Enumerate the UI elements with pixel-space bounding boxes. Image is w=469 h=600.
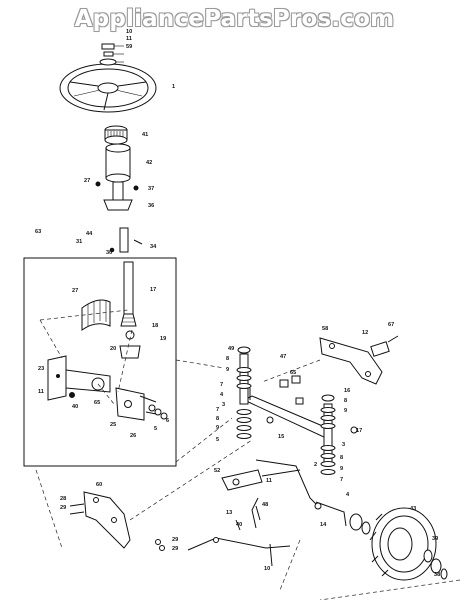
callout-65: 65	[94, 400, 100, 406]
callout-9: 9	[226, 367, 229, 373]
callout-17: 17	[150, 287, 156, 293]
callout-11: 11	[38, 389, 44, 395]
steering-arm-drag-link	[221, 459, 347, 527]
tie-rod	[187, 537, 291, 567]
callout-38: 38	[434, 572, 440, 578]
steering-shaft-lower	[109, 227, 143, 253]
callout-29: 29	[172, 546, 178, 552]
front-tire	[369, 507, 437, 581]
callout-8: 8	[216, 416, 219, 422]
callout-40: 40	[236, 522, 242, 528]
callout-8: 8	[344, 398, 347, 404]
callout-6: 6	[166, 418, 169, 424]
link-rods	[235, 497, 261, 531]
callout-15: 15	[278, 434, 284, 440]
callout-29: 29	[60, 505, 66, 511]
wheel-cap-hardware	[99, 43, 124, 66]
callout-34: 34	[150, 244, 157, 250]
callout-27: 27	[84, 178, 90, 184]
callout-41: 41	[142, 132, 148, 138]
callout-13: 13	[226, 510, 232, 516]
callout-17: 17	[356, 428, 362, 434]
callout-1: 1	[172, 84, 175, 90]
callout-28: 28	[60, 496, 66, 502]
wheel-guide-line	[279, 539, 461, 600]
small-fittings	[266, 375, 358, 434]
callout-52: 52	[214, 468, 220, 474]
callout-63: 63	[35, 229, 41, 235]
steering-column	[119, 261, 141, 359]
pivot-bracket	[47, 355, 111, 401]
callout-5: 5	[154, 426, 157, 432]
callout-25: 25	[110, 422, 116, 428]
callout-31: 31	[76, 239, 82, 245]
callout-3: 3	[342, 442, 345, 448]
spindle-left	[236, 346, 252, 439]
callout-23: 23	[38, 366, 44, 372]
callout-29: 29	[172, 537, 178, 543]
axle-mount-bracket-58	[319, 337, 383, 385]
callout-20: 20	[110, 346, 116, 352]
assembly-guide-lines	[39, 309, 133, 405]
callout-16: 16	[344, 388, 350, 394]
callout-3: 3	[222, 402, 225, 408]
callout-26: 26	[130, 433, 136, 439]
callout-4: 4	[346, 492, 350, 498]
sector-gear-27	[81, 299, 111, 331]
steering-bushing-42	[105, 143, 131, 183]
steering-shaft-upper	[95, 181, 139, 211]
callout-43: 43	[410, 506, 416, 512]
callout-9: 9	[340, 466, 343, 472]
callout-44: 44	[86, 231, 93, 237]
callout-7: 7	[340, 477, 343, 483]
wheel-hub-hardware	[349, 513, 448, 580]
watermark-text: AppliancePartsPros.com	[74, 6, 395, 32]
callout-58: 58	[322, 326, 328, 332]
callout-8: 8	[340, 455, 343, 461]
callout-42: 42	[146, 160, 152, 166]
spindle-right	[320, 394, 336, 475]
callout-14: 14	[320, 522, 327, 528]
steering-adapter-41	[104, 125, 128, 145]
front-axle	[242, 388, 333, 439]
callout-8: 8	[226, 356, 229, 362]
callout-49: 49	[228, 346, 234, 352]
gear-assembly-frame	[23, 257, 177, 467]
frame-bracket-28	[69, 491, 165, 551]
assembly-guide-lines-lower	[35, 359, 321, 549]
callout-40: 40	[72, 404, 78, 410]
gear-plate-26	[115, 387, 168, 421]
callout-9: 9	[216, 425, 219, 431]
callout-4: 4	[220, 392, 224, 398]
callout-47: 47	[280, 354, 286, 360]
callout-2: 2	[314, 462, 317, 468]
callout-37: 37	[148, 186, 154, 192]
spindle-bolt-12	[370, 335, 399, 357]
callout-11: 11	[126, 36, 132, 42]
callout-59: 59	[126, 44, 132, 50]
callout-48: 48	[262, 502, 268, 508]
callout-10: 10	[264, 566, 270, 572]
callout-7: 7	[220, 382, 223, 388]
callout-65: 65	[290, 370, 296, 376]
callout-9: 9	[344, 408, 347, 414]
callout-27: 27	[72, 288, 78, 294]
callout-36: 36	[148, 203, 154, 209]
callout-5: 5	[216, 437, 219, 443]
callout-19: 19	[160, 336, 166, 342]
callout-18: 18	[152, 323, 158, 329]
callout-10: 10	[126, 29, 132, 35]
callout-60: 60	[96, 482, 102, 488]
callout-30: 30	[106, 250, 112, 256]
callout-39: 39	[432, 536, 438, 542]
callout-12: 12	[362, 330, 368, 336]
callout-67: 67	[388, 322, 394, 328]
steering-wheel	[59, 63, 157, 113]
callout-11: 11	[266, 478, 272, 484]
callout-7: 7	[216, 407, 219, 413]
